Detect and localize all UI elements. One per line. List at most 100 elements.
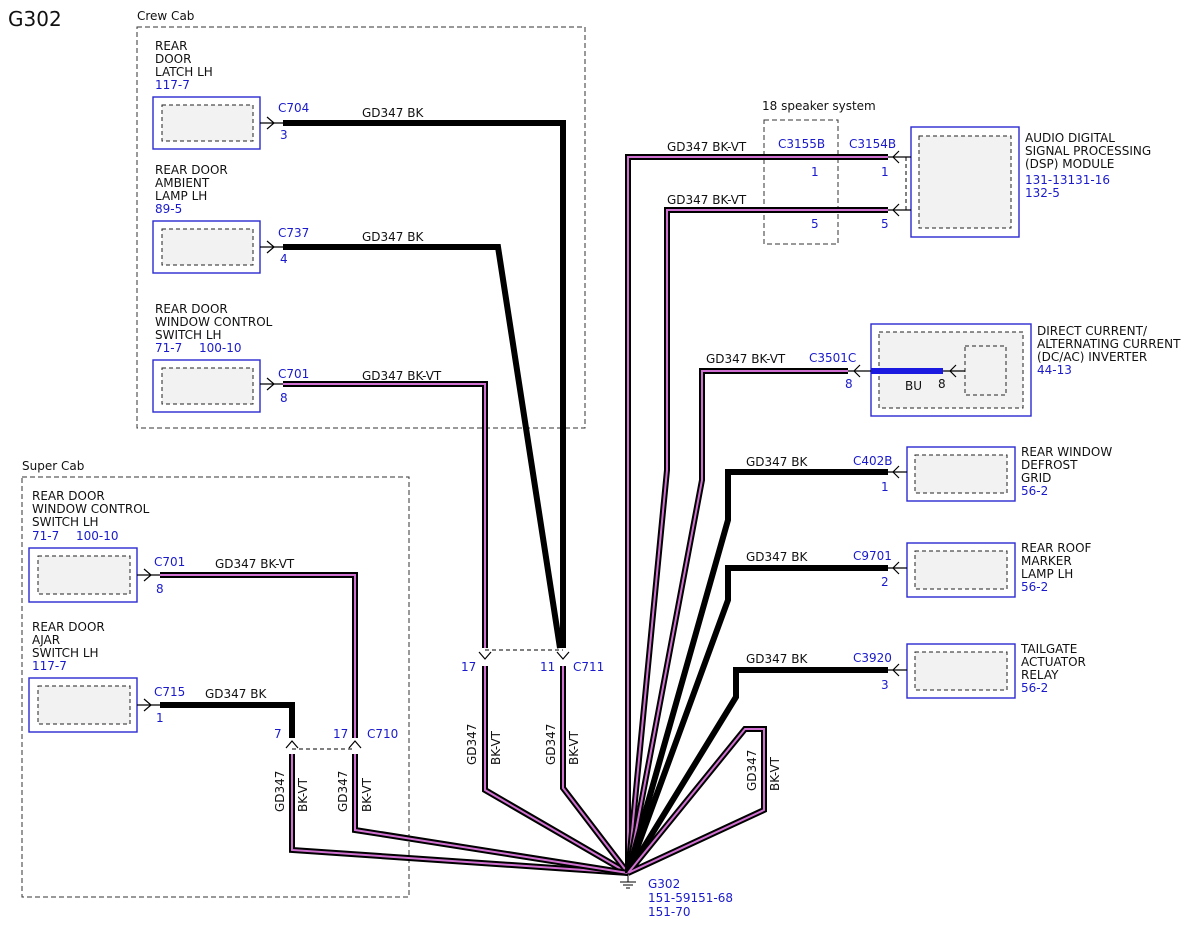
- wire-c701-super: [160, 572, 358, 738]
- wire-label-tailgate: GD347 BK: [746, 652, 808, 666]
- c704-pin: 3: [280, 128, 288, 142]
- svg-text:AMBIENT: AMBIENT: [155, 176, 210, 190]
- inverter-inner-pin: 8: [938, 377, 946, 391]
- c701-crew-pin: 8: [280, 391, 288, 405]
- svg-text:DIRECT CURRENT/: DIRECT CURRENT/: [1037, 324, 1148, 338]
- c701-super-pin: 8: [156, 582, 164, 596]
- c704-connector-label: C704: [278, 101, 309, 115]
- c3154b-connector-label: C3154B: [849, 137, 896, 151]
- svg-text:71-7: 71-7: [32, 529, 59, 543]
- svg-text:56-2: 56-2: [1021, 484, 1048, 498]
- c711-connector-label: C711: [573, 660, 604, 674]
- wire-c737: [283, 244, 563, 649]
- wire-label-c701-super: GD347 BK-VT: [215, 557, 295, 571]
- wire-vlabel-c710-pin7-circuit: GD347: [273, 771, 287, 812]
- wire-label-roof-marker: GD347 BK: [746, 550, 808, 564]
- svg-text:REAR DOOR: REAR DOOR: [32, 620, 105, 634]
- wire-label-defrost: GD347 BK: [746, 455, 808, 469]
- svg-text:1: 1: [811, 165, 819, 179]
- wire-vlabel-c711-pin11-color: BK-VT: [567, 730, 581, 765]
- svg-text:SWITCH LH: SWITCH LH: [32, 646, 99, 660]
- svg-text:89-5: 89-5: [155, 202, 182, 216]
- svg-text:LAMP LH: LAMP LH: [1021, 567, 1073, 581]
- svg-text:REAR DOOR: REAR DOOR: [155, 163, 228, 177]
- svg-text:LATCH LH: LATCH LH: [155, 65, 213, 79]
- svg-text:REAR WINDOW: REAR WINDOW: [1021, 445, 1112, 459]
- rear-door-ambient-component: REAR DOOR AMBIENT LAMP LH 89-5 C737 4: [152, 163, 309, 274]
- svg-text:131-13131-16: 131-13131-16: [1025, 173, 1110, 187]
- wire-inverter: [625, 368, 848, 874]
- crew-window-switch-component: REAR DOOR WINDOW CONTROL SWITCH LH 71-7 …: [152, 302, 309, 413]
- svg-text:REAR DOOR: REAR DOOR: [155, 302, 228, 316]
- wire-label-dsp-pin5: GD347 BK-VT: [667, 193, 747, 207]
- roof-marker-component: C9701 2 REAR ROOF MARKER LAMP LH 56-2: [853, 541, 1092, 598]
- c710-pin-17: 17: [333, 727, 348, 741]
- svg-text:56-2: 56-2: [1021, 681, 1048, 695]
- svg-text:SWITCH LH: SWITCH LH: [32, 515, 99, 529]
- wire-vlabel-c711-pin11-circuit: GD347: [544, 724, 558, 765]
- c701-super-connector-label: C701: [154, 555, 185, 569]
- svg-text:AUDIO DIGITAL: AUDIO DIGITAL: [1025, 131, 1115, 145]
- svg-text:117-7: 117-7: [155, 78, 190, 92]
- svg-text:44-13: 44-13: [1037, 363, 1072, 377]
- c9701-pin: 2: [881, 575, 889, 589]
- c3920-pin: 3: [881, 678, 889, 692]
- wire-label-dsp-pin1: GD347 BK-VT: [667, 140, 747, 154]
- wire-tailgate: [625, 667, 888, 875]
- wire-roof-marker: [625, 565, 888, 875]
- rear-door-latch-component: REAR DOOR LATCH LH 117-7 C704 3: [152, 39, 309, 150]
- c3154b-pin-5: 5: [881, 217, 889, 231]
- svg-text:SWITCH LH: SWITCH LH: [155, 328, 222, 342]
- c711-pin-11: 11: [540, 660, 555, 674]
- c402b-connector-label: C402B: [853, 454, 893, 468]
- super-cab-region: [21, 476, 410, 898]
- wire-defrost: [625, 469, 888, 874]
- svg-text:(DSP) MODULE: (DSP) MODULE: [1025, 157, 1114, 171]
- svg-text:REAR ROOF: REAR ROOF: [1021, 541, 1092, 555]
- wire-label-c701-crew: GD347 BK-VT: [362, 369, 442, 383]
- svg-text:TAILGATE: TAILGATE: [1020, 642, 1077, 656]
- inverter-component: C3501C 8 BU 8 DIRECT CURRENT/ ALTERNATIN…: [809, 323, 1181, 417]
- wire-c701-crew: [283, 381, 488, 648]
- wire-vlabel-c710-pin17-color: BK-VT: [360, 777, 374, 812]
- svg-text:GRID: GRID: [1021, 471, 1051, 485]
- wire-label-c715: GD347 BK: [205, 687, 267, 701]
- wire-vlabel-loop-color: BK-VT: [768, 756, 782, 791]
- c9701-connector-label: C9701: [853, 549, 892, 563]
- c3501c-connector-label: C3501C: [809, 351, 856, 365]
- svg-text:ALTERNATING CURRENT: ALTERNATING CURRENT: [1037, 337, 1181, 351]
- svg-text:5: 5: [811, 217, 819, 231]
- wire-label-c737: GD347 BK: [362, 230, 424, 244]
- svg-text:REAR DOOR: REAR DOOR: [32, 489, 105, 503]
- c737-pin: 4: [280, 252, 288, 266]
- defrost-grid-component: C402B 1 REAR WINDOW DEFROST GRID 56-2: [853, 445, 1112, 502]
- wire-vlabel-c711-pin17-color: BK-VT: [489, 730, 503, 765]
- svg-text:C3155B: C3155B: [778, 137, 825, 151]
- svg-text:132-5: 132-5: [1025, 186, 1060, 200]
- ground-ref1: 151-59151-68: [648, 891, 733, 905]
- ground-ref2: 151-70: [648, 905, 691, 919]
- svg-text:ACTUATOR: ACTUATOR: [1021, 655, 1086, 669]
- crew-cab-region: [136, 26, 586, 429]
- rear-door-ajar-component: REAR DOOR AJAR SWITCH LH 117-7 C715 1: [28, 620, 185, 733]
- svg-text:WINDOW CONTROL: WINDOW CONTROL: [32, 502, 150, 516]
- dsp-module-component: C3154B 1 5 AUDIO DIGITAL SIGNAL PROCESSI…: [849, 126, 1151, 238]
- speaker-system-label: 18 speaker system: [762, 99, 876, 113]
- svg-text:REAR: REAR: [155, 39, 187, 53]
- ground-name: G302: [648, 877, 680, 891]
- wire-c704: [283, 120, 566, 648]
- svg-text:100-10: 100-10: [199, 341, 242, 355]
- inverter-inner-wire-label: BU: [905, 379, 922, 393]
- c711-pin-17: 17: [461, 660, 476, 674]
- svg-text:DOOR: DOOR: [155, 52, 191, 66]
- tailgate-relay-component: C3920 3 TAILGATE ACTUATOR RELAY 56-2: [853, 642, 1086, 699]
- c710-connector-label: C710: [367, 727, 398, 741]
- wire-c715: [160, 702, 295, 738]
- super-window-switch-component: REAR DOOR WINDOW CONTROL SWITCH LH 71-7 …: [28, 489, 185, 603]
- speaker-inline-connector: C3155B 1 5: [778, 137, 825, 231]
- speaker-system-region: [763, 119, 839, 245]
- wire-vlabel-c710-pin17-circuit: GD347: [336, 771, 350, 812]
- svg-text:WINDOW CONTROL: WINDOW CONTROL: [155, 315, 273, 329]
- svg-text:71-7: 71-7: [155, 341, 182, 355]
